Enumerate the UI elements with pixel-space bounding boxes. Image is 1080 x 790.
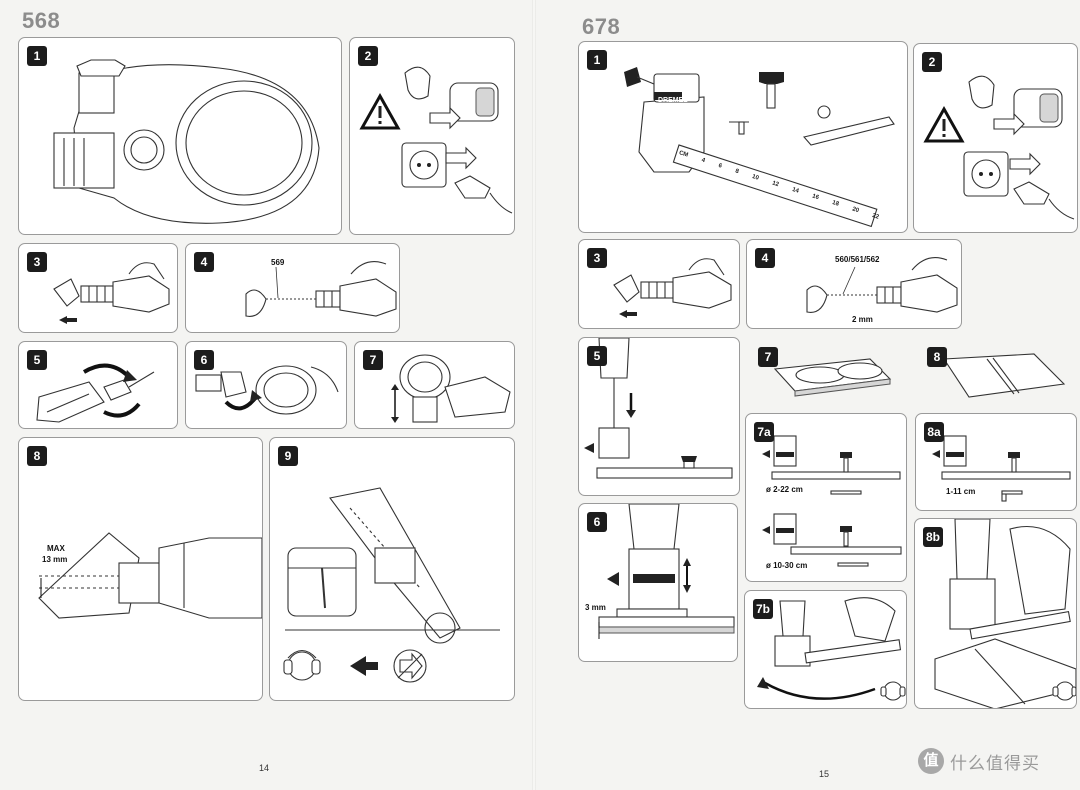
ruler-mark: 8 xyxy=(734,168,740,176)
ruler-mark: 6 xyxy=(717,162,723,170)
cut-direction-illustration xyxy=(283,487,500,683)
tool-attachment-illustration xyxy=(53,59,320,224)
step-panel-2: 2 xyxy=(349,37,515,235)
circle-cut-example-illustration xyxy=(773,358,892,397)
circle-radius-setup-illustration xyxy=(762,435,902,567)
step-number: 7 xyxy=(758,347,778,367)
step-panel-1: 1 xyxy=(18,37,342,235)
straight-cut-example-illustration xyxy=(943,353,1066,398)
step-panel-5: 5 xyxy=(18,341,178,429)
model-number: 678 xyxy=(582,14,621,39)
step-number: 1 xyxy=(587,50,607,70)
insert-bit-illustration xyxy=(806,257,958,313)
distance-range-label: 1-11 cm xyxy=(946,487,976,496)
bit-number-label: 569 xyxy=(271,258,285,267)
step-number: 6 xyxy=(587,512,607,532)
step-number: 1 xyxy=(27,46,47,66)
step-number: 4 xyxy=(194,252,214,272)
step-number: 8 xyxy=(27,446,47,466)
edge-guide-setup-illustration xyxy=(932,435,1071,502)
unplug-safety-illustration xyxy=(923,75,1075,220)
book-spine xyxy=(532,0,536,790)
manual-page-left: 568 1 xyxy=(0,0,530,790)
step-panel-4: 569 4 xyxy=(185,243,400,333)
step-panel-2: 2 xyxy=(913,43,1078,233)
screw-on-attachment-illustration xyxy=(195,365,339,415)
step-number: 3 xyxy=(27,252,47,272)
step-panel-8: MAX 13 mm 8 xyxy=(18,437,263,701)
straight-cutting-illustration xyxy=(934,519,1076,708)
step-number: 2 xyxy=(922,52,942,72)
step-number: 8 xyxy=(927,347,947,367)
page-number: 15 xyxy=(819,769,830,779)
model-number: 568 xyxy=(22,8,61,33)
set-depth-illustration xyxy=(598,504,735,639)
step-panel-6: 6 xyxy=(185,341,347,429)
cutting-circle-illustration xyxy=(757,597,906,701)
step-panel-8b: 8b xyxy=(914,518,1077,709)
step-panel-7: 7 xyxy=(354,341,515,429)
attach-tighten-illustration xyxy=(36,363,155,423)
manual-page-right: 678 DREMEL CM 4 6 8 10 12 14 16 18 xyxy=(540,0,1080,790)
step-panel-5: 5 xyxy=(578,337,740,496)
step-number: 7 xyxy=(363,350,383,370)
step-number: 3 xyxy=(587,248,607,268)
watermark-badge: 值 xyxy=(918,748,944,774)
step-panel-7: 7 xyxy=(750,339,900,404)
step-number: 5 xyxy=(587,346,607,366)
step-panel-3: 3 xyxy=(18,243,178,333)
diameter-range-label: ø 2-22 cm xyxy=(766,485,803,494)
step-number: 9 xyxy=(278,446,298,466)
step-number: 7b xyxy=(753,599,774,619)
step-number: 4 xyxy=(755,248,775,268)
step-number: 6 xyxy=(194,350,214,370)
step-panel-3: 3 xyxy=(578,239,740,329)
step-panel-1: DREMEL CM 4 6 8 10 12 14 16 18 20 22 1 xyxy=(578,41,908,233)
insert-bit-illustration xyxy=(245,261,397,317)
page-number: 14 xyxy=(259,763,270,773)
remove-nose-cap-illustration xyxy=(53,262,170,324)
step-number: 5 xyxy=(27,350,47,370)
step-number: 8a xyxy=(924,422,944,442)
step-panel-8a: 1-11 cm 8a xyxy=(915,413,1077,511)
max-cutting-depth-illustration xyxy=(38,532,262,619)
watermark-text: 什么值得买 xyxy=(950,753,1040,773)
step-panel-8: 8 xyxy=(919,339,1069,404)
step-number: 2 xyxy=(358,46,378,66)
step-panel-6: 3 mm 6 xyxy=(578,503,738,662)
remove-nose-cap-illustration xyxy=(613,258,732,318)
step-number: 7a xyxy=(754,422,774,442)
step-panel-7a: ø 2-22 cm ø 10-30 cm 7a xyxy=(745,413,907,582)
unplug-safety-illustration xyxy=(359,66,513,214)
bit-length-label: 2 mm xyxy=(852,315,873,324)
step-number: 8b xyxy=(923,527,944,547)
step-panel-9: 9 xyxy=(269,437,515,701)
step-panel-7b: 7b xyxy=(744,590,907,709)
circle-cutter-kit-illustration xyxy=(624,67,895,228)
bit-number-label: 560/561/562 xyxy=(835,255,880,264)
watermark: 值 什么值得买 xyxy=(918,748,1040,774)
brand-label: DREMEL xyxy=(658,97,688,104)
depth-label: 3 mm xyxy=(585,603,606,612)
max-label: MAX xyxy=(47,544,65,553)
mount-tool-vertical-illustration xyxy=(584,338,733,479)
adjust-depth-illustration xyxy=(391,354,511,423)
step-panel-4: 560/561/562 2 mm 4 xyxy=(746,239,962,329)
ruler-mark: 4 xyxy=(700,157,706,165)
depth-label: 13 mm xyxy=(42,555,68,564)
diameter-range-label: ø 10-30 cm xyxy=(766,561,808,570)
